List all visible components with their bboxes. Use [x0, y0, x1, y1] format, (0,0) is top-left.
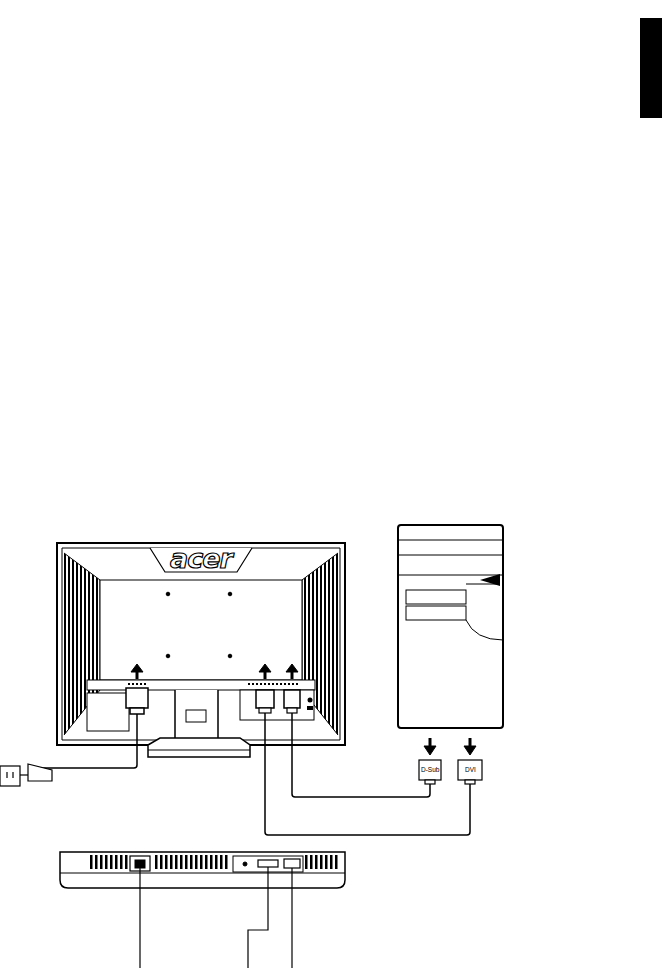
monitor-bottom-view — [60, 852, 345, 968]
pc-tower — [398, 525, 503, 728]
power-cable — [0, 664, 148, 786]
monitor-back — [57, 543, 345, 757]
brand-logo: acer — [170, 545, 232, 572]
connector-label: D-Sub — [420, 767, 440, 774]
section-tab — [640, 18, 662, 118]
connector-label: DVI — [464, 767, 477, 774]
